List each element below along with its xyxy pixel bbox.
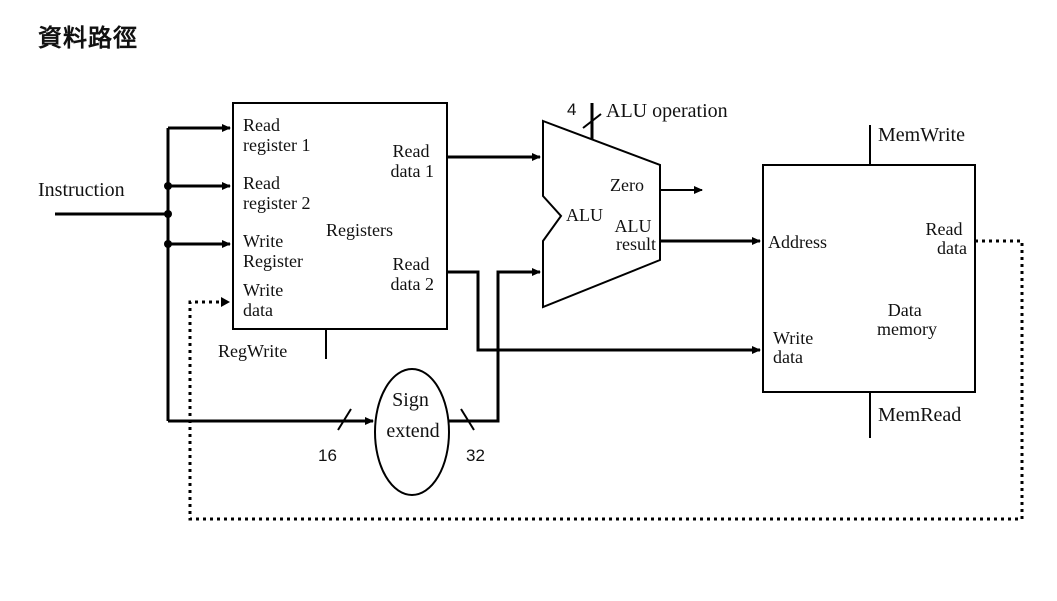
memory-address-label: Address: [768, 232, 827, 252]
alu-zero-label: Zero: [610, 175, 644, 195]
read-data-2-label: Read data 2: [391, 254, 434, 294]
sign-extend-label: Sign extend: [386, 389, 439, 442]
sign-extend: [374, 368, 450, 496]
alu: [542, 119, 661, 309]
instruction-bus: [55, 124, 374, 425]
registers-name: Registers: [326, 220, 393, 240]
alu-operation-label: ALU operation: [606, 100, 728, 122]
alu-label: ALU: [566, 205, 603, 225]
alu-op-width: 4: [567, 100, 576, 119]
sign-extend-out-width: 32: [466, 446, 485, 465]
data-memory: [762, 164, 976, 393]
sign-extend-in-width: 16: [318, 446, 337, 465]
data-memory-name: Data memory: [877, 300, 937, 339]
read-data-2-wire: [447, 270, 761, 354]
memory-write-data-label: Write data: [773, 328, 818, 367]
memory-read-data-label: Read data: [926, 219, 967, 258]
regwrite-label: RegWrite: [218, 341, 287, 361]
read-register-1-label: Read register 1: [243, 115, 310, 155]
sign-extend-in-slash: [337, 408, 352, 431]
alu-operation-slash: [582, 113, 602, 129]
sign-extend-out-wire: [449, 268, 541, 423]
read-data-1-label: Read data 1: [391, 141, 434, 181]
memwrite-label: MemWrite: [878, 124, 965, 146]
writeback-dotted-wire: [188, 239, 1024, 521]
read-register-2-label: Read register 2: [243, 173, 310, 213]
instruction-label: Instruction: [38, 179, 125, 201]
sign-extend-out-slash: [460, 408, 475, 431]
alu-result-label: ALU result: [615, 216, 657, 254]
memread-label: MemRead: [878, 404, 961, 426]
write-data-label: Write data: [243, 280, 288, 320]
register-file: [232, 102, 448, 330]
page-title: 資料路徑: [38, 24, 138, 52]
write-register-label: Write Register: [243, 231, 303, 271]
